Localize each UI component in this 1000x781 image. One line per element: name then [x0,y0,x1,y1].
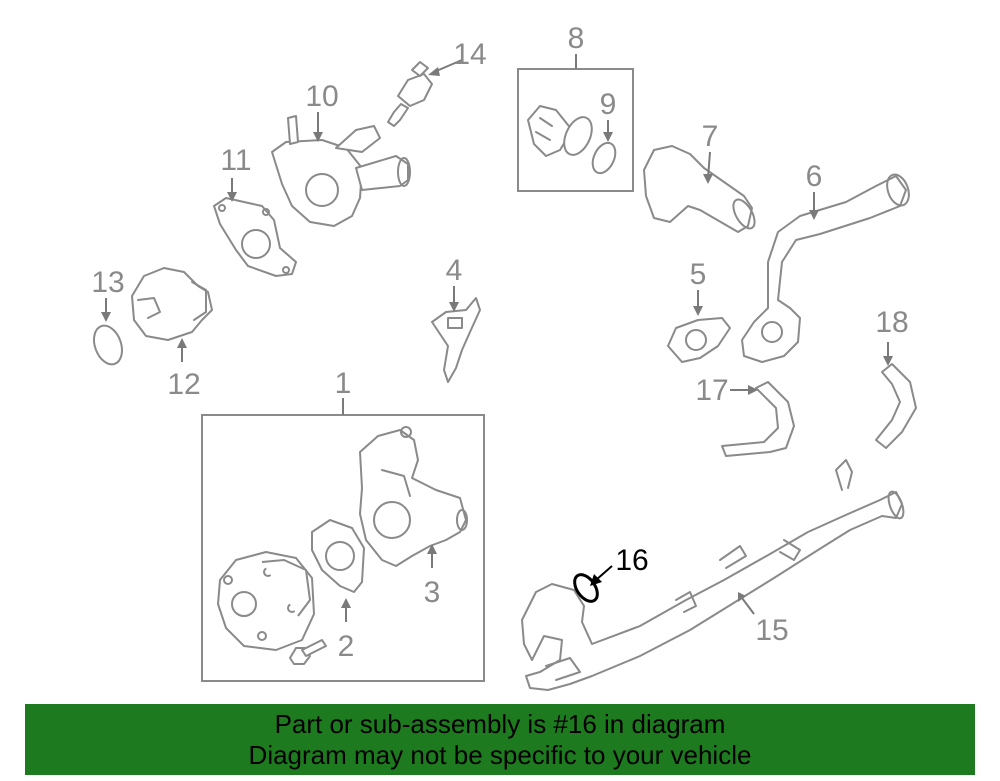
callout-4: 4 [446,254,463,287]
part-8-thermostat[interactable] [527,105,597,159]
banner-line-1: Part or sub-assembly is #16 in diagram [274,708,726,739]
callout-3: 3 [424,576,441,609]
part-5-gasket[interactable] [667,317,731,363]
part-1-water-pump-assembly[interactable] [217,551,315,651]
part-15-water-pipe[interactable] [521,459,906,691]
callout-15: 15 [755,614,788,647]
callout-10: 10 [305,80,338,113]
part-3-pump-housing[interactable] [359,426,468,567]
callout-11: 11 [220,144,251,177]
bolt[interactable] [289,639,327,665]
part-18-hose[interactable] [875,363,917,449]
part-7-inlet-pipe[interactable] [643,145,759,233]
callout-14: 14 [453,38,486,71]
callout-1: 1 [335,367,352,400]
part-14-sensor[interactable] [387,61,433,127]
part-4-bracket[interactable] [431,297,481,383]
callout-9: 9 [600,88,617,121]
callout-18: 18 [875,306,908,339]
part-10-outlet-housing[interactable] [271,115,411,227]
callout-16: 16 [615,544,648,577]
callout-5: 5 [690,258,707,291]
callout-6: 6 [806,160,823,193]
part-11-gasket[interactable] [213,197,297,277]
banner-line-2: Diagram may not be specific to your vehi… [248,739,752,770]
info-banner: Part or sub-assembly is #16 in diagram D… [25,704,975,775]
part-9-o-ring[interactable] [588,139,620,176]
part-12-thermostat-housing[interactable] [131,267,213,341]
callout-13: 13 [91,266,124,299]
callout-8: 8 [568,22,585,55]
part-6-water-pipe[interactable] [741,172,913,363]
part-2-gasket[interactable] [311,519,365,593]
part-17-hose[interactable] [721,381,795,457]
callout-17: 17 [695,374,728,407]
callout-12: 12 [167,368,200,401]
callout-2: 2 [338,630,355,663]
callout-7: 7 [702,120,719,153]
part-13-o-ring[interactable] [89,322,127,368]
